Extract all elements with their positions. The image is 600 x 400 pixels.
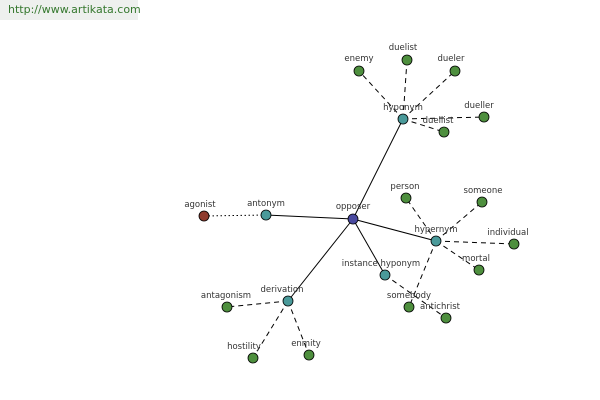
node-label-enemy: enemy [344, 54, 373, 64]
node-label-individual: individual [487, 228, 528, 238]
node-antagonism[interactable]: antagonism [201, 291, 251, 313]
edges-layer [203, 59, 515, 359]
edge-hyponym-to-dueller [402, 116, 485, 120]
node-label-derivation: derivation [260, 285, 303, 295]
node-antonym[interactable]: antonym [247, 199, 285, 221]
node-marker-antagonism[interactable] [221, 301, 233, 313]
edge-opposer-to-hyponym [352, 118, 404, 220]
node-label-dueler: dueler [437, 54, 465, 64]
edge-opposer-to-instance-hyponym [352, 218, 386, 276]
node-marker-opposer[interactable] [347, 213, 359, 225]
edge-hypernym-to-somebody [408, 240, 437, 308]
node-label-mortal: mortal [462, 254, 490, 264]
node-enmity[interactable]: enmity [291, 339, 321, 361]
node-someone[interactable]: someone [464, 186, 503, 208]
node-label-duellist: duellist [423, 116, 455, 126]
node-marker-agonist[interactable] [198, 210, 210, 222]
node-somebody[interactable]: somebody [387, 291, 431, 313]
site-link[interactable]: http://www.artikata.com [8, 3, 141, 16]
node-marker-mortal[interactable] [473, 264, 485, 276]
node-person[interactable]: person [390, 182, 420, 204]
node-label-person: person [390, 182, 419, 192]
edge-hyponym-to-dueler [402, 70, 456, 120]
node-marker-duelist-top[interactable] [401, 54, 413, 66]
node-hypernym[interactable]: hypernym [414, 225, 458, 247]
edge-derivation-to-antagonism [226, 300, 289, 308]
node-label-opposer: opposer [336, 202, 371, 212]
node-label-dueller: dueller [464, 101, 494, 111]
node-individual[interactable]: individual [487, 228, 529, 250]
node-marker-dueller[interactable] [478, 111, 490, 123]
node-marker-person[interactable] [400, 192, 412, 204]
edge-hyponym-to-duelist-top [402, 59, 408, 120]
node-label-instance-hyponym: instance hyponym [342, 259, 420, 269]
node-mortal[interactable]: mortal [462, 254, 490, 276]
node-hyponym[interactable]: hyponym [383, 103, 423, 125]
edge-opposer-to-hypernym [352, 218, 437, 242]
node-label-hypernym: hypernym [414, 225, 457, 235]
node-marker-somebody[interactable] [403, 301, 415, 313]
node-marker-hyponym[interactable] [397, 113, 409, 125]
node-label-hyponym: hyponym [383, 103, 423, 113]
node-enemy[interactable]: enemy [344, 54, 374, 77]
node-marker-duellist[interactable] [438, 126, 450, 138]
node-label-antonym: antonym [247, 199, 285, 209]
node-marker-hostility[interactable] [247, 352, 259, 364]
edge-instance-hyponym-to-antichrist [384, 274, 447, 319]
edge-antonym-to-agonist [203, 214, 267, 217]
node-marker-enemy[interactable] [353, 65, 365, 77]
node-marker-hypernym[interactable] [430, 235, 442, 247]
node-marker-antonym[interactable] [260, 209, 272, 221]
node-label-antagonism: antagonism [201, 291, 251, 301]
node-label-antichrist: antichrist [420, 302, 461, 312]
node-label-enmity: enmity [291, 339, 321, 349]
node-instance-hyponym[interactable]: instance hyponym [342, 259, 420, 281]
edge-opposer-to-antonym [265, 214, 354, 220]
edge-opposer-to-derivation [287, 218, 354, 302]
node-marker-enmity[interactable] [303, 349, 315, 361]
edge-hyponym-to-duellist [402, 118, 445, 133]
node-label-someone: someone [464, 186, 503, 196]
node-antichrist[interactable]: antichrist [420, 302, 461, 324]
node-opposer[interactable]: opposer [336, 202, 371, 225]
nodes-layer: opposer antonym agonist hyponym enemy duelist… [184, 43, 529, 364]
edge-derivation-to-hostility [252, 300, 289, 359]
node-label-duelist-top: duelist [389, 43, 418, 53]
node-marker-dueler[interactable] [449, 65, 461, 77]
edge-hypernym-to-individual [435, 240, 515, 245]
edge-derivation-to-enmity [287, 300, 310, 356]
node-duelist-top[interactable]: duelist [389, 43, 418, 66]
url-banner: http://www.artikata.com [0, 0, 141, 20]
edge-hyponym-to-enemy [358, 70, 404, 120]
node-duellist[interactable]: duellist [423, 116, 455, 138]
node-hostility[interactable]: hostility [227, 342, 261, 364]
node-dueler[interactable]: dueler [437, 54, 465, 77]
node-marker-antichrist[interactable] [440, 312, 452, 324]
node-dueller[interactable]: dueller [464, 101, 494, 123]
node-label-hostility: hostility [227, 342, 261, 352]
node-agonist[interactable]: agonist [184, 200, 216, 222]
edge-hypernym-to-someone [435, 201, 483, 242]
node-marker-someone[interactable] [476, 196, 488, 208]
node-label-somebody: somebody [387, 291, 431, 301]
node-marker-instance-hyponym[interactable] [379, 269, 391, 281]
node-marker-individual[interactable] [508, 238, 520, 250]
node-derivation[interactable]: derivation [260, 285, 304, 307]
node-label-agonist: agonist [184, 200, 216, 210]
node-marker-derivation[interactable] [282, 295, 294, 307]
